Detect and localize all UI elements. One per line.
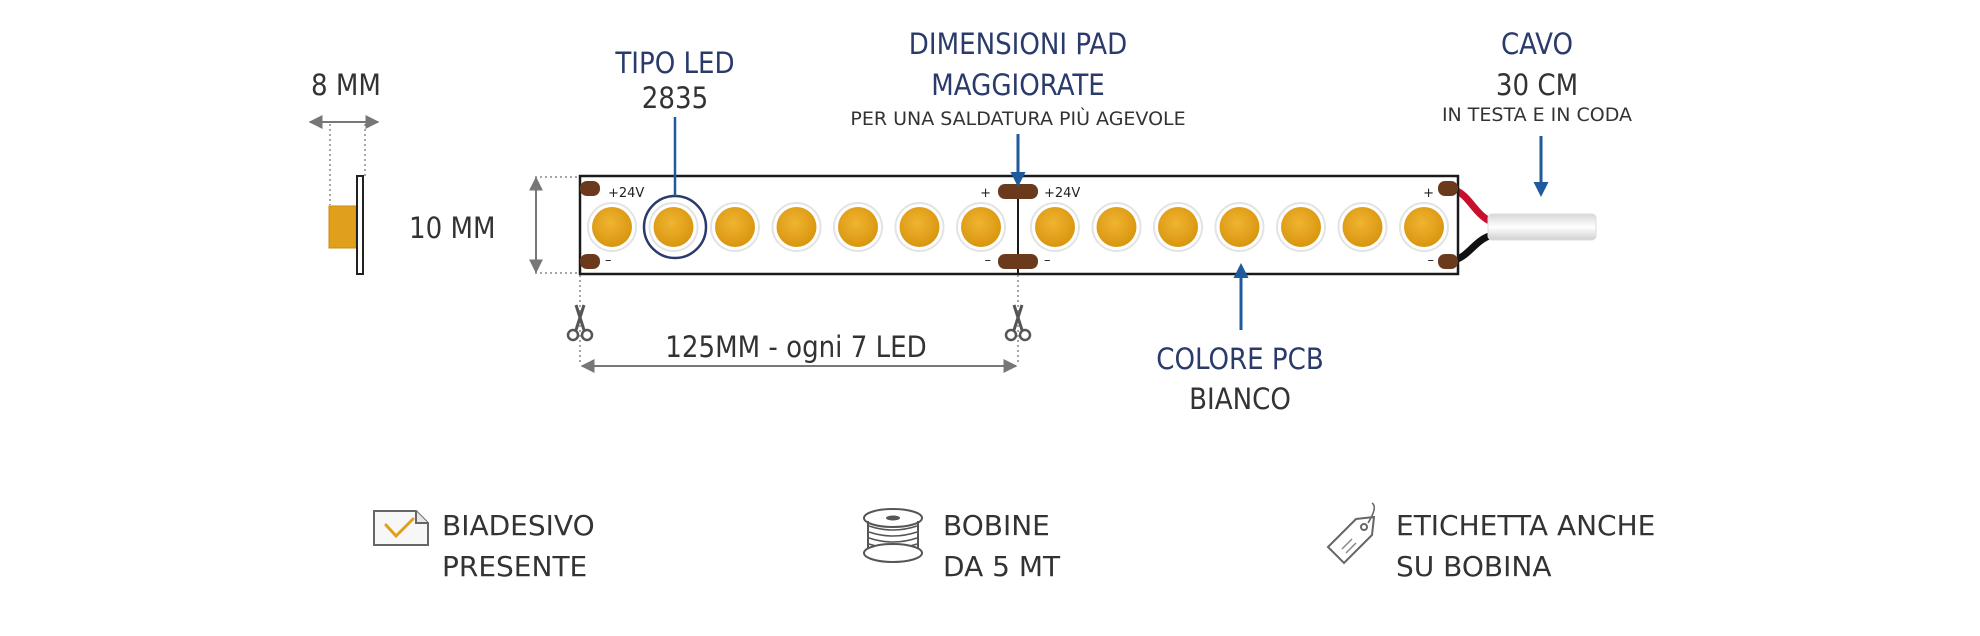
solder-pad: [1438, 254, 1458, 269]
cable-title: CAVO: [1500, 27, 1574, 61]
cut-length-label: 125MM - ogni 7 LED: [665, 330, 927, 364]
led-type-title: TIPO LED: [615, 46, 735, 80]
led-chip: [961, 207, 1001, 247]
pcb-title: COLORE PCB: [1156, 342, 1324, 376]
solder-pad: [998, 254, 1038, 269]
polarity-label: –: [1428, 253, 1435, 268]
led-chip: [1219, 207, 1260, 247]
reel-icon: [863, 508, 923, 563]
led-chip: [653, 207, 694, 247]
scissors-icon: [566, 304, 594, 342]
feature-line2: SU BOBINA: [1396, 550, 1552, 583]
polarity-label: +: [1423, 186, 1434, 201]
led-chip: [715, 207, 755, 247]
polarity-label: +: [980, 186, 991, 201]
feature-adhesive: BIADESIVO PRESENTE: [442, 505, 595, 587]
height-dimension: [529, 176, 580, 274]
cable-value: 30 CM: [1495, 68, 1579, 102]
solder-pad: [1438, 181, 1458, 196]
led-type-value: 2835: [641, 81, 709, 115]
led-chip: [1342, 207, 1383, 247]
cut-markers: [566, 275, 1032, 373]
led-chip: [592, 207, 632, 247]
led-chip: [1096, 207, 1137, 247]
scissors-icon: [1004, 304, 1032, 342]
solder-pad: [580, 181, 600, 196]
led-chips: [587, 202, 1449, 252]
solder-pad: [580, 254, 600, 269]
led-chip: [1158, 207, 1198, 247]
feature-line2: PRESENTE: [442, 550, 588, 583]
width-label: 8 MM: [311, 68, 381, 102]
polarity-label: +24V: [608, 186, 644, 201]
tag-icon: [1326, 502, 1376, 565]
led-chip: [899, 207, 940, 247]
side-profile: [308, 115, 380, 275]
feature-line2: DA 5 MT: [943, 550, 1061, 583]
led-chip: [838, 207, 878, 247]
feature-line1: BOBINE: [943, 509, 1050, 542]
feature-line1: BIADESIVO: [442, 509, 595, 542]
pcb-value: BIANCO: [1189, 382, 1291, 416]
polarity-label: +24V: [1044, 186, 1080, 201]
led-chip: [1035, 207, 1075, 247]
polarity-label: –: [1044, 253, 1051, 268]
polarity-label: –: [985, 253, 992, 268]
solder-pad: [998, 184, 1038, 199]
pads-subtitle: PER UNA SALDATURA PIÙ AGEVOLE: [850, 108, 1186, 130]
led-chip: [1281, 207, 1321, 247]
callout-lines: [673, 117, 1549, 330]
polarity-label: –: [605, 253, 612, 268]
led-chip: [1404, 207, 1444, 247]
pads-title-line1: DIMENSIONI PAD: [908, 27, 1128, 61]
feature-line1: ETICHETTA ANCHE: [1396, 509, 1656, 542]
led-chip: [776, 207, 817, 247]
solder-pads: +24V + +24V + – – – –: [580, 181, 1458, 269]
cable: [1451, 186, 1597, 264]
height-label: 10 MM: [409, 211, 496, 245]
feature-reel: BOBINE DA 5 MT: [943, 505, 1060, 587]
pads-title-line2: MAGGIORATE: [931, 68, 1105, 102]
led-strip: +24V + +24V + – – – –: [578, 174, 1460, 276]
feature-label: ETICHETTA ANCHE SU BOBINA: [1396, 505, 1655, 587]
cable-subtitle: IN TESTA E IN CODA: [1441, 104, 1633, 126]
adhesive-icon: [373, 510, 429, 546]
